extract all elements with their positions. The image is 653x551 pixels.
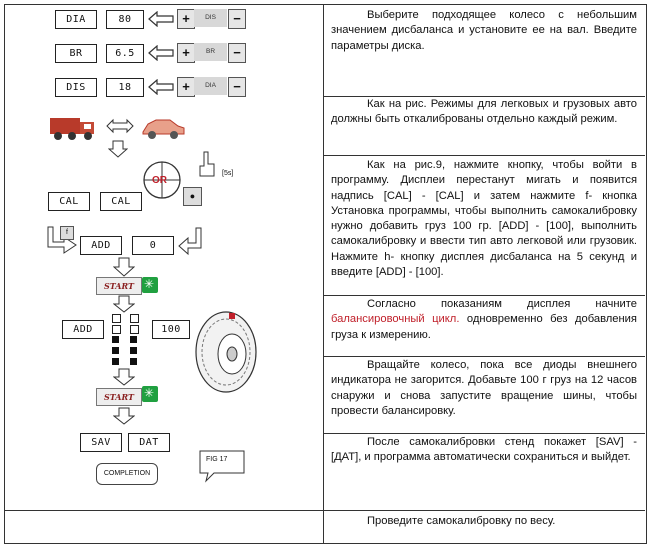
add-display: ADD — [80, 236, 122, 255]
left-arrow-icon — [148, 45, 174, 61]
timer-label: [5s] — [222, 170, 234, 177]
down-arrow-icon — [113, 257, 135, 277]
hand-press-icon — [199, 151, 215, 177]
bent-arrow-icon — [178, 227, 202, 256]
balancing-cycle-highlight: балансировочный цикл. — [331, 313, 460, 326]
instruction-row-7: Проведите самокалибровку по весу. — [367, 515, 556, 527]
start-light-icon — [142, 386, 158, 402]
dat-display: DAT — [128, 433, 170, 452]
down-arrow-icon — [113, 368, 135, 386]
minus-key[interactable]: − — [228, 77, 246, 97]
or-crosshair-icon — [143, 161, 181, 199]
column-divider — [323, 4, 324, 543]
dia-display: DIA — [55, 10, 97, 29]
hundred-display: 100 — [152, 320, 190, 339]
row-divider — [323, 356, 645, 357]
instruction-table — [4, 4, 647, 544]
or-label: OR — [152, 175, 167, 186]
dia-key-label: DIA — [194, 77, 227, 95]
dis-key-label: DIS — [194, 9, 227, 27]
down-arrow-icon — [113, 295, 135, 313]
row-divider — [323, 96, 645, 97]
row4-text-start: Согласно показаниям дисплея начните — [367, 298, 637, 310]
row-divider — [323, 155, 645, 156]
instruction-row-5: Вращайте колесо, пока все диоды внешнего… — [331, 359, 637, 417]
instruction-row-4: Согласно показаниям дисплея начните бала… — [331, 297, 637, 343]
tire-icon — [195, 311, 257, 393]
cal-display-left: CAL — [48, 192, 90, 211]
minus-key[interactable]: − — [228, 9, 246, 29]
plus-key[interactable]: + — [177, 9, 195, 29]
row4-text-end: одновременно без добавления груза к изме… — [331, 313, 637, 341]
dia-value-display: 80 — [106, 10, 144, 29]
function-key-icon[interactable]: f — [60, 226, 74, 240]
weight-key-icon[interactable]: ● — [183, 187, 202, 206]
br-display: BR — [55, 44, 97, 63]
dis-value-display: 18 — [106, 78, 144, 97]
completion-badge: COMPLETION — [96, 463, 158, 485]
left-arrow-icon — [148, 79, 174, 95]
plus-key[interactable]: + — [177, 43, 195, 63]
br-key-label: BR — [194, 43, 227, 61]
instruction-row-1: Выберите подходящее колесо с небольшим з… — [331, 9, 637, 52]
br-value-display: 6.5 — [106, 44, 144, 63]
left-arrow-icon — [148, 11, 174, 27]
fig-callout — [199, 450, 245, 483]
double-arrow-icon — [106, 118, 134, 134]
down-arrow-icon — [108, 140, 128, 158]
minus-key[interactable]: − — [228, 43, 246, 63]
add-display: ADD — [62, 320, 104, 339]
fig-label: FIG 17 — [206, 456, 228, 463]
car-icon — [142, 119, 185, 139]
zero-display: 0 — [132, 236, 174, 255]
sav-display: SAV — [80, 433, 122, 452]
row-divider — [4, 510, 645, 511]
cal-display-right: CAL — [100, 192, 142, 211]
start-button[interactable]: START — [96, 277, 142, 295]
start-light-icon — [142, 277, 158, 293]
row-divider — [323, 295, 645, 296]
instruction-row-6: После самокалибровки стенд покажет [SAV]… — [331, 436, 637, 464]
instruction-row-2: Как на рис. Режимы для легковых и грузов… — [331, 98, 637, 126]
down-arrow-icon — [113, 407, 135, 425]
instruction-row-3: Как на рис.9, нажмите кнопку, чтобы войт… — [331, 159, 637, 279]
start-button[interactable]: START — [96, 388, 142, 406]
row-divider — [323, 433, 645, 434]
truck-icon — [50, 118, 94, 140]
plus-key[interactable]: + — [177, 77, 195, 97]
dis-display: DIS — [55, 78, 97, 97]
bent-arrow-icon — [47, 226, 77, 254]
